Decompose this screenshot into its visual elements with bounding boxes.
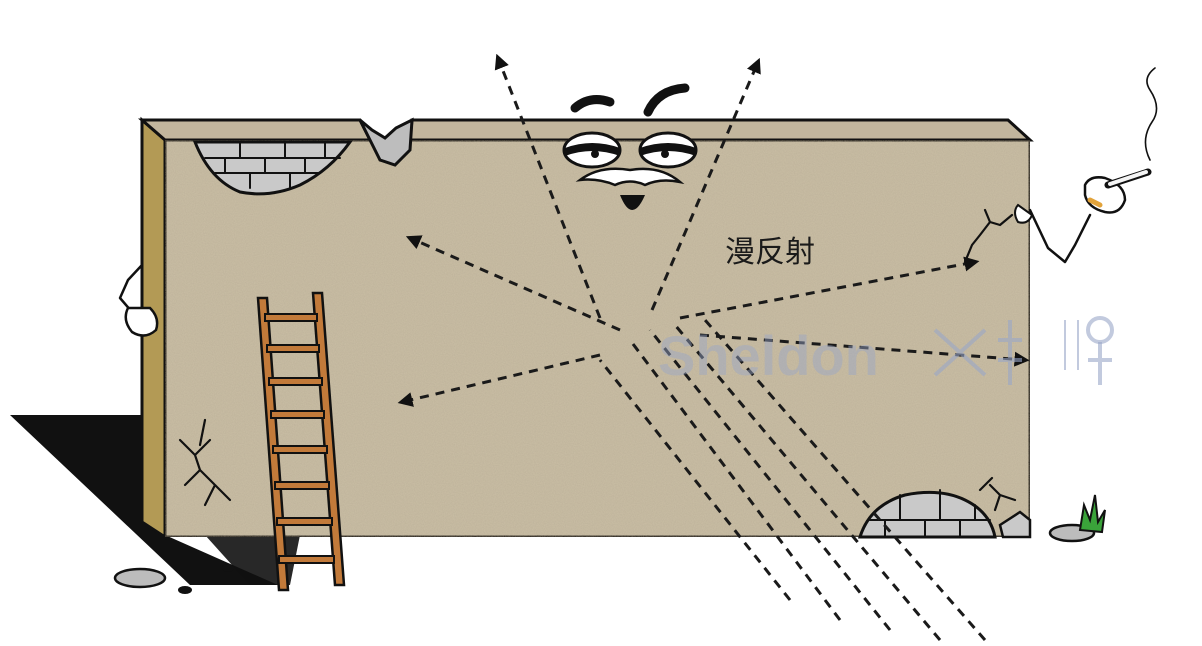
watermark-text: Sheldon: [658, 324, 879, 387]
incident-rays: [598, 319, 987, 641]
peeking-face: [562, 83, 698, 210]
reflected-rays: [397, 53, 1030, 407]
exposed-bricks-bottom-right: [857, 489, 1032, 539]
ground-rubble: [113, 523, 1096, 594]
broken-top-chunk: [358, 117, 414, 167]
right-arm-with-cigarette: [1014, 67, 1158, 264]
ladder: [256, 291, 346, 592]
left-hand: [118, 263, 159, 337]
diffuse-reflection-label: 漫反射: [725, 235, 815, 270]
grass-tuft: [1078, 494, 1106, 534]
watermark: Sheldon: [658, 316, 1114, 387]
wall-face: [163, 138, 1032, 539]
exposed-bricks-top-left: [192, 140, 353, 196]
wall-top: [137, 118, 373, 142]
wall-cracks: [178, 208, 1017, 512]
watermark-logo: [933, 316, 1114, 385]
wall-top-right: [408, 118, 1034, 142]
